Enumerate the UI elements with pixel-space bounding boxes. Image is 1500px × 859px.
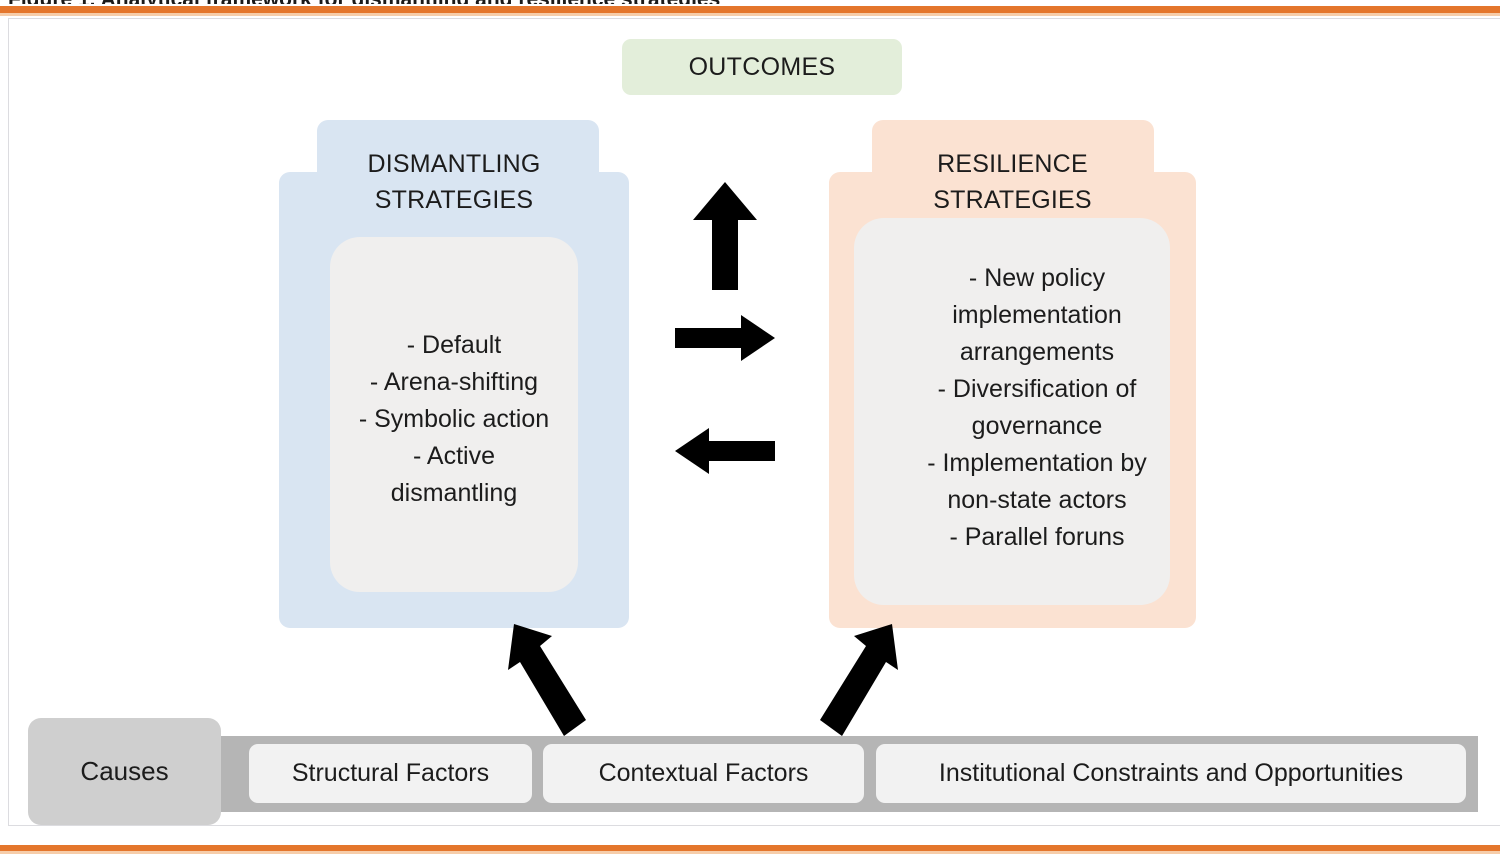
panel-dismantling-tab [317,120,599,176]
factor-chip-contextual[interactable]: Contextual Factors [543,744,864,803]
top-accent-rule [0,6,1500,13]
panel-dismantling-title: DISMANTLING STRATEGIES [367,150,541,215]
panel-dismantling-items: - Default - Arena-shifting - Symbolic ac… [358,331,550,507]
top-accent-rule-soft [0,13,1500,16]
arrow-diagonal-causes-to-resilience [820,624,898,736]
outcomes-box: OUTCOMES [622,39,902,95]
causes-label: Causes [80,756,169,786]
page-title: Figure 1. Analytical framework for disma… [8,0,1488,4]
bottom-accent-rule [0,845,1500,851]
arrow-up-to-outcomes [693,182,757,290]
factor-chip-institutional[interactable]: Institutional Constraints and Opportunit… [876,744,1466,803]
figure-frame [8,18,1500,826]
factor-chip-structural-label: Structural Factors [291,759,490,787]
factor-chip-structural[interactable]: Structural Factors [249,744,532,803]
factor-chip-contextual-label: Contextual Factors [598,759,809,787]
panel-resilience-tab [872,120,1154,176]
causes-label-block: Causes [28,718,221,825]
panel-resilience-items: - New policy implementation arrangements… [927,264,1147,551]
outcomes-label: OUTCOMES [688,52,836,81]
arrow-left-resilience-to-dismantling [675,428,775,474]
arrow-right-dismantling-to-resilience [675,315,775,361]
bottom-accent-rule-soft [0,851,1500,854]
factor-chip-institutional-label: Institutional Constraints and Opportunit… [938,759,1404,787]
panel-resilience-inner-box: - New policy implementation arrangements… [854,218,1170,605]
panel-dismantling-inner-box: - Default - Arena-shifting - Symbolic ac… [330,237,578,592]
arrow-diagonal-causes-to-dismantling [508,624,586,736]
panel-resilience-title: RESILIENCE STRATEGIES [933,150,1092,215]
